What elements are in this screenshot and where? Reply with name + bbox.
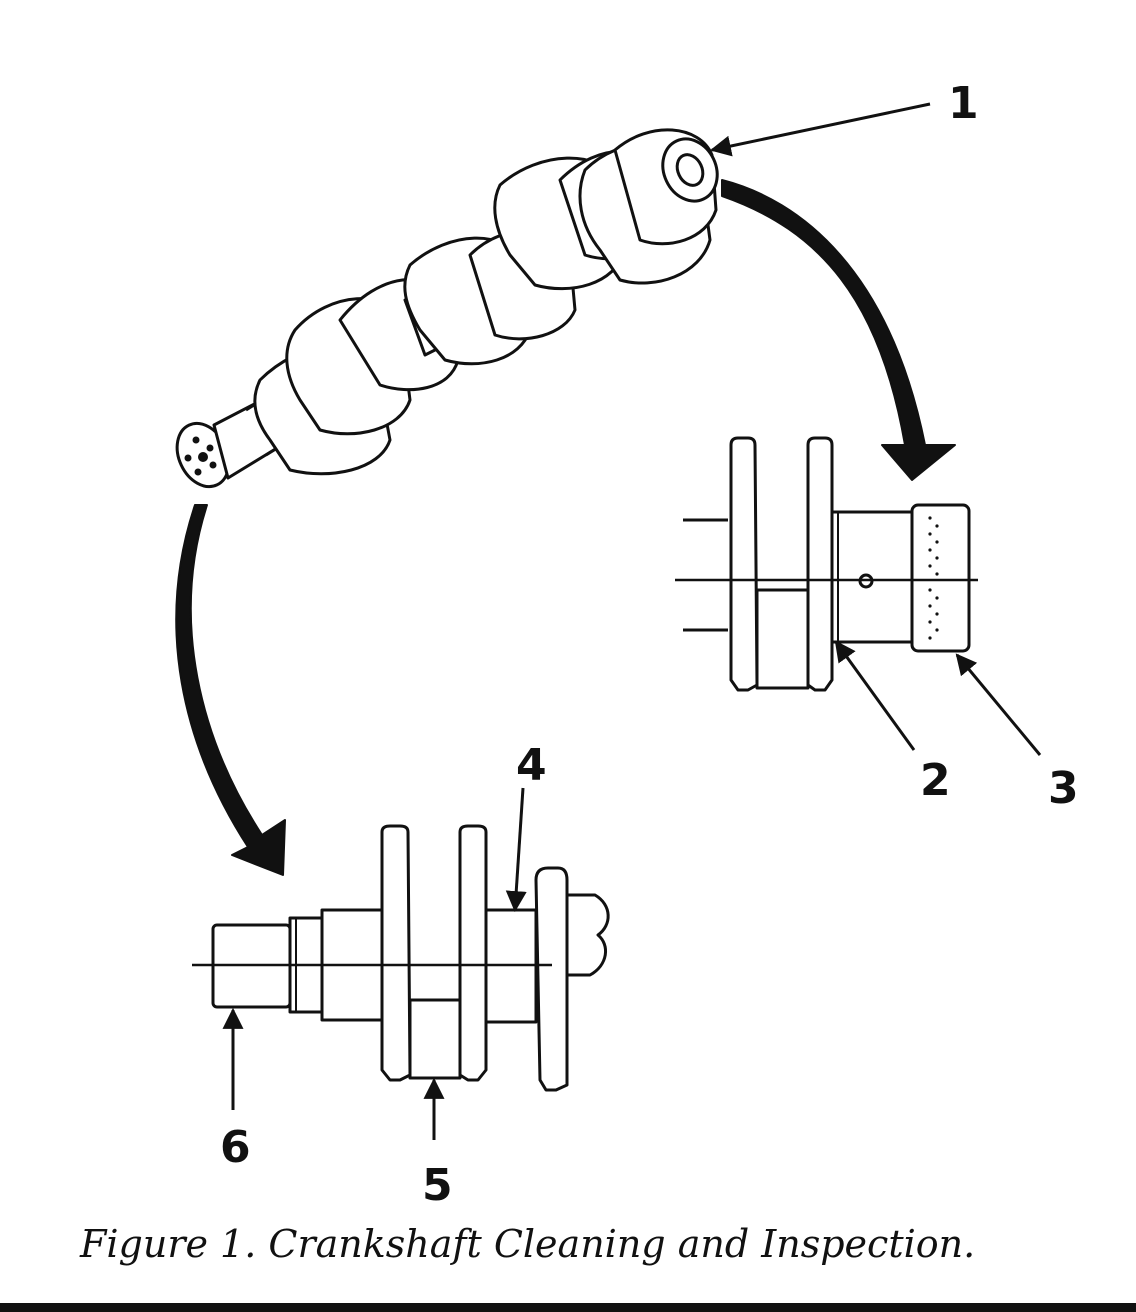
leader-4 <box>505 787 527 913</box>
detail-view-rod-journal <box>683 436 971 692</box>
callout-2: 2 <box>920 755 951 806</box>
crankshaft-full-view <box>175 128 719 489</box>
detail-view-rod-journal-dots <box>928 516 939 640</box>
leader-2 <box>834 640 916 751</box>
curved-arrow-right <box>721 179 956 481</box>
leader-3 <box>955 653 1042 756</box>
callout-3: 3 <box>1048 763 1079 814</box>
curved-arrow-left <box>175 504 286 876</box>
callout-4: 4 <box>516 740 547 791</box>
figure-caption: Figure 1. Crankshaft Cleaning and Inspec… <box>80 1222 976 1266</box>
callout-6: 6 <box>220 1122 251 1173</box>
leader-1 <box>709 102 931 157</box>
callout-5: 5 <box>422 1160 453 1211</box>
callout-1: 1 <box>948 78 979 129</box>
bottom-rule <box>0 1303 1136 1312</box>
